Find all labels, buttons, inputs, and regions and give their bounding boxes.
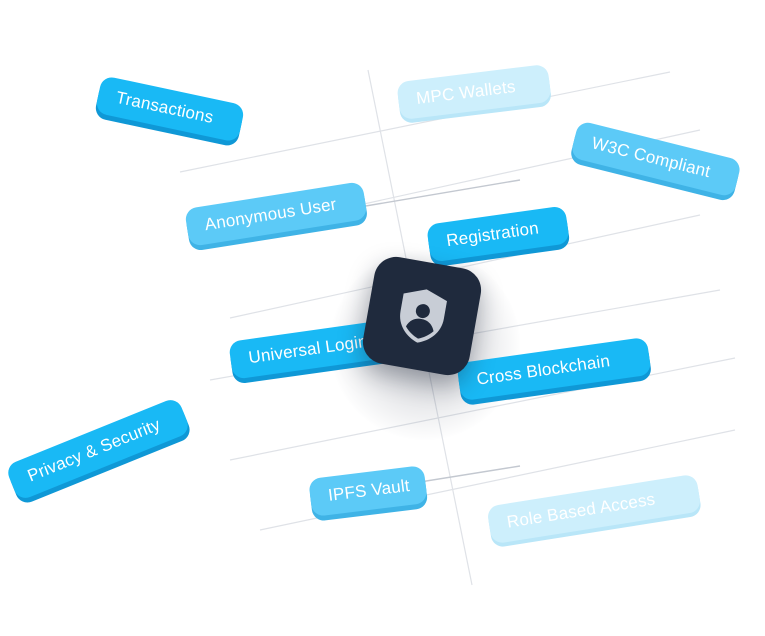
icon-tile-box <box>359 253 485 379</box>
user-shield-icon <box>400 289 447 343</box>
center-icon-tile[interactable] <box>359 253 485 379</box>
